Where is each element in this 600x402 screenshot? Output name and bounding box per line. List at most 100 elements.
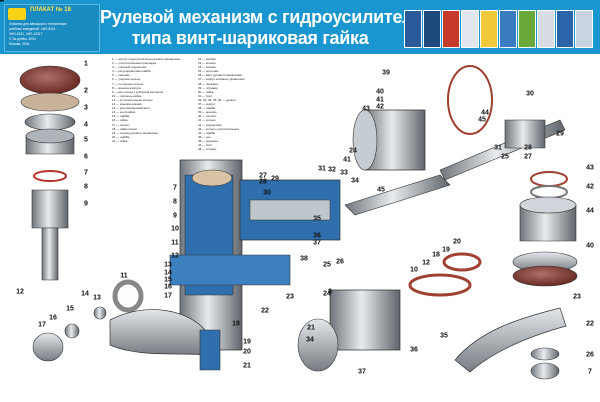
callout-4-left: 4: [84, 121, 88, 129]
callout-27-right: 27: [524, 153, 532, 161]
magazine-cover: [461, 10, 479, 48]
callout-22-center: 22: [261, 307, 269, 315]
callout-32-center: 32: [328, 166, 336, 174]
callout-43-right: 43: [586, 164, 594, 172]
callout-45-center: 45: [478, 116, 486, 124]
legend-item: 39 — крышка: [198, 110, 217, 115]
callout-26-center: 26: [336, 258, 344, 266]
callout-37-right: 37: [358, 368, 366, 376]
legend-item: 4 — регулировочная шайба: [112, 69, 151, 74]
magazine-cover: [556, 10, 574, 48]
callout-8-right: 8: [328, 288, 332, 296]
legend-item: 9 — вал сошки с зубчатым сектором: [112, 89, 163, 94]
steering-gear-cutaway: [109, 159, 341, 371]
callout-31-center: 31: [318, 165, 326, 173]
callout-46-right: 46: [0, 0, 4, 4]
legend-item: 24 — клапан: [198, 65, 216, 70]
callout-14-center: 14: [164, 269, 172, 277]
callout-29-right: 29: [556, 130, 564, 138]
callout-30-center: 30: [263, 189, 271, 197]
legend-item: 44 — шайба: [198, 130, 216, 135]
legend-item: 3 — упорный подшипник: [112, 65, 147, 70]
callout-38-center: 38: [300, 255, 308, 263]
magazine-cover: [423, 10, 441, 48]
legend-item: 19 — сошка рулевого механизма: [112, 130, 158, 135]
callout-21-right: 21: [307, 324, 315, 332]
callout-3-left: 3: [84, 104, 88, 112]
callout-39-center: 39: [382, 69, 390, 77]
callout-41-center: 41: [376, 96, 384, 104]
magazine-cover: [537, 10, 555, 48]
right-side-parts: [454, 171, 578, 380]
callout-36-center: 36: [313, 232, 321, 240]
callout-28-right: 28: [524, 144, 532, 152]
callout-25-center: 25: [323, 261, 331, 269]
callout-7-left: 7: [84, 169, 88, 177]
callout-26-right: 26: [586, 351, 594, 359]
callout-14-left: 14: [81, 290, 89, 298]
callout-34-right: 34: [306, 336, 314, 344]
callout-5-left: 5: [84, 136, 88, 144]
callout-37-center: 37: [313, 239, 321, 247]
legend-item: 12 — крышка нижняя: [112, 102, 142, 107]
legend-item: 22 — пробка: [198, 57, 216, 61]
legend-item: 28 — пружина: [198, 81, 218, 86]
legend-item: 32, 33, 34, 35, 36 — детали: [198, 97, 236, 102]
callout-15-left: 15: [66, 305, 74, 313]
legend-item: 40 — шплинт: [198, 114, 217, 119]
callout-35-center: 35: [313, 215, 321, 223]
legend-item: 23 — кольцо: [198, 61, 216, 66]
legend-item: 18 — гайка сошки: [112, 126, 137, 131]
callout-44-center: 44: [481, 109, 489, 117]
callout-22-right: 22: [586, 320, 594, 328]
callout-17-left: 17: [38, 321, 46, 329]
legend-item: 5 — сальник: [112, 73, 130, 78]
callout-18-center: 18: [232, 320, 240, 328]
legend-item: 15 — шайба: [112, 114, 130, 119]
callout-11-left: 11: [120, 272, 128, 280]
callout-16-center: 16: [164, 283, 172, 291]
legend-item: 37 — корпус: [198, 102, 216, 107]
callout-13-center: 13: [164, 261, 172, 269]
callout-23-center: 23: [286, 293, 294, 301]
callout-18-right: 18: [432, 251, 440, 259]
callout-33-right: 33: [0, 0, 4, 4]
magazine-cover: [518, 10, 536, 48]
callout-28-center: 28: [259, 178, 267, 186]
callout-40-right: 40: [586, 242, 594, 250]
callout-23-right: 23: [573, 293, 581, 301]
callout-6-left: 6: [84, 153, 88, 161]
callout-13-left: 13: [93, 294, 101, 302]
callout-19-right: 19: [442, 246, 450, 254]
callout-12-center: 12: [171, 252, 179, 260]
callout-12-right: 12: [422, 259, 430, 267]
callout-43-center: 43: [362, 105, 370, 113]
callout-44-right: 44: [586, 207, 594, 215]
plaque-line: Плакаты для автошкол и технических: [9, 22, 67, 26]
callout-19-center: 19: [243, 338, 251, 346]
callout-33-center: 33: [340, 169, 348, 177]
legend-item: 29 — плунжер: [198, 85, 218, 90]
legend-item: 38 — шайба: [198, 106, 216, 111]
callout-8-center: 8: [173, 198, 177, 206]
publisher-logo: [8, 8, 26, 20]
callout-24-right: 24: [349, 147, 357, 155]
callout-29-center: 29: [271, 175, 279, 183]
callout-25-right: 25: [501, 153, 509, 161]
magazine-cover: [480, 10, 498, 48]
legend-item: 27 — корпус клапана управления: [198, 77, 245, 82]
callout-48-right: 48: [0, 0, 4, 4]
callout-9-left: 9: [84, 200, 88, 208]
callout-32-right: 32: [0, 0, 4, 4]
valve-and-screw-assembly: [344, 65, 566, 216]
legend-item: 46 — пружина: [198, 138, 218, 143]
callout-16-left: 16: [49, 314, 57, 322]
magazine-cover: [575, 10, 593, 48]
callout-30-right: 30: [526, 90, 534, 98]
callout-21-center: 21: [243, 362, 251, 370]
poster-title: Рулевой механизм с гидроусилителем: [100, 7, 436, 27]
legend-item: 21 — гайка: [112, 138, 128, 143]
exploded-view-diagram: [19, 65, 578, 380]
callout-35-right: 35: [440, 332, 448, 340]
